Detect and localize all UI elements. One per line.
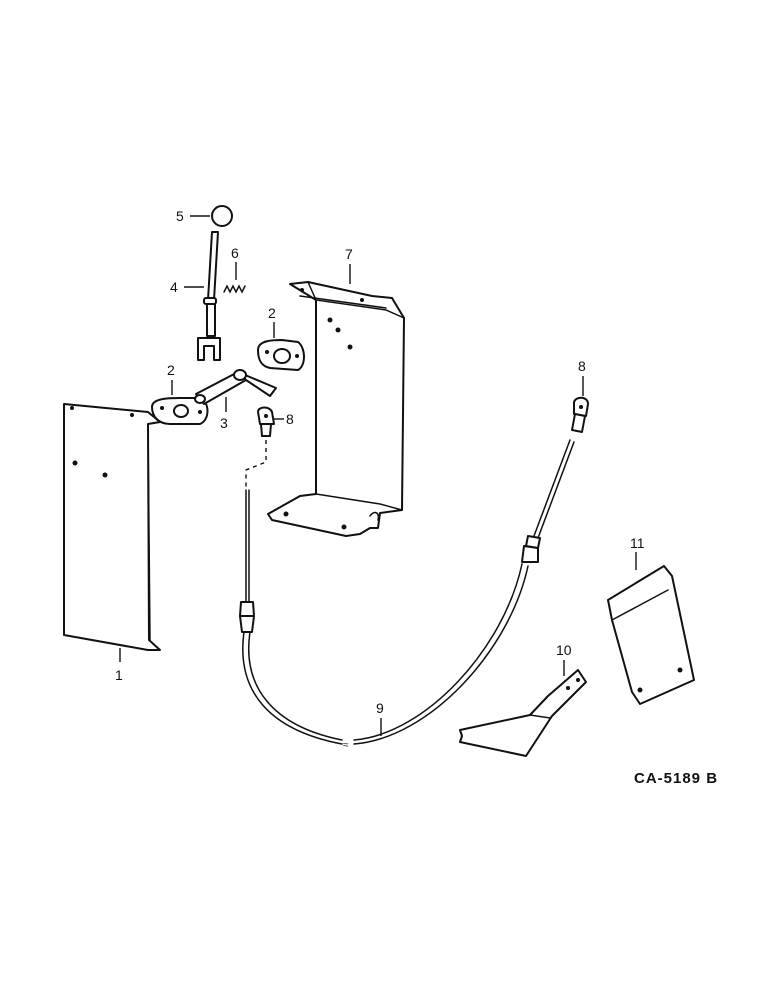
- alignment-dashed-line: [245, 440, 267, 490]
- callout-1: 1: [115, 667, 123, 683]
- part-8-cable-end-left: 8: [257, 406, 294, 437]
- part-2-flange-bearing-left: 2: [151, 362, 209, 425]
- drawing-code: CA-5189 B: [634, 770, 718, 787]
- part-6-spring: 6: [223, 245, 246, 294]
- callout-8-right: 8: [578, 358, 586, 374]
- callout-6: 6: [231, 245, 239, 261]
- callout-11: 11: [630, 535, 645, 551]
- callout-9: 9: [376, 700, 384, 716]
- part-10-support-bracket: 10: [459, 642, 587, 757]
- callout-4: 4: [170, 279, 178, 295]
- part-8-cable-end-right: 8: [571, 358, 589, 433]
- part-1-cover-panel: 1: [63, 403, 161, 683]
- part-11-shield-plate: 11: [607, 535, 695, 705]
- part-5-knob: 5: [176, 205, 233, 227]
- part-4-lever: 4: [170, 231, 221, 361]
- part-3-shaft: 3: [194, 369, 277, 431]
- callout-3: 3: [220, 415, 228, 431]
- part-2-flange-bearing-right: 2: [257, 305, 305, 371]
- callout-5: 5: [176, 208, 184, 224]
- callout-7: 7: [345, 246, 353, 262]
- callout-2-left: 2: [167, 362, 175, 378]
- callout-2-right: 2: [268, 305, 276, 321]
- callout-10: 10: [556, 642, 572, 658]
- part-7-mounting-bracket: 7: [267, 246, 405, 537]
- svg-text:≈: ≈: [343, 740, 349, 751]
- callout-8-left: 8: [286, 411, 294, 427]
- part-9-control-cable: ≈ 9: [239, 439, 575, 751]
